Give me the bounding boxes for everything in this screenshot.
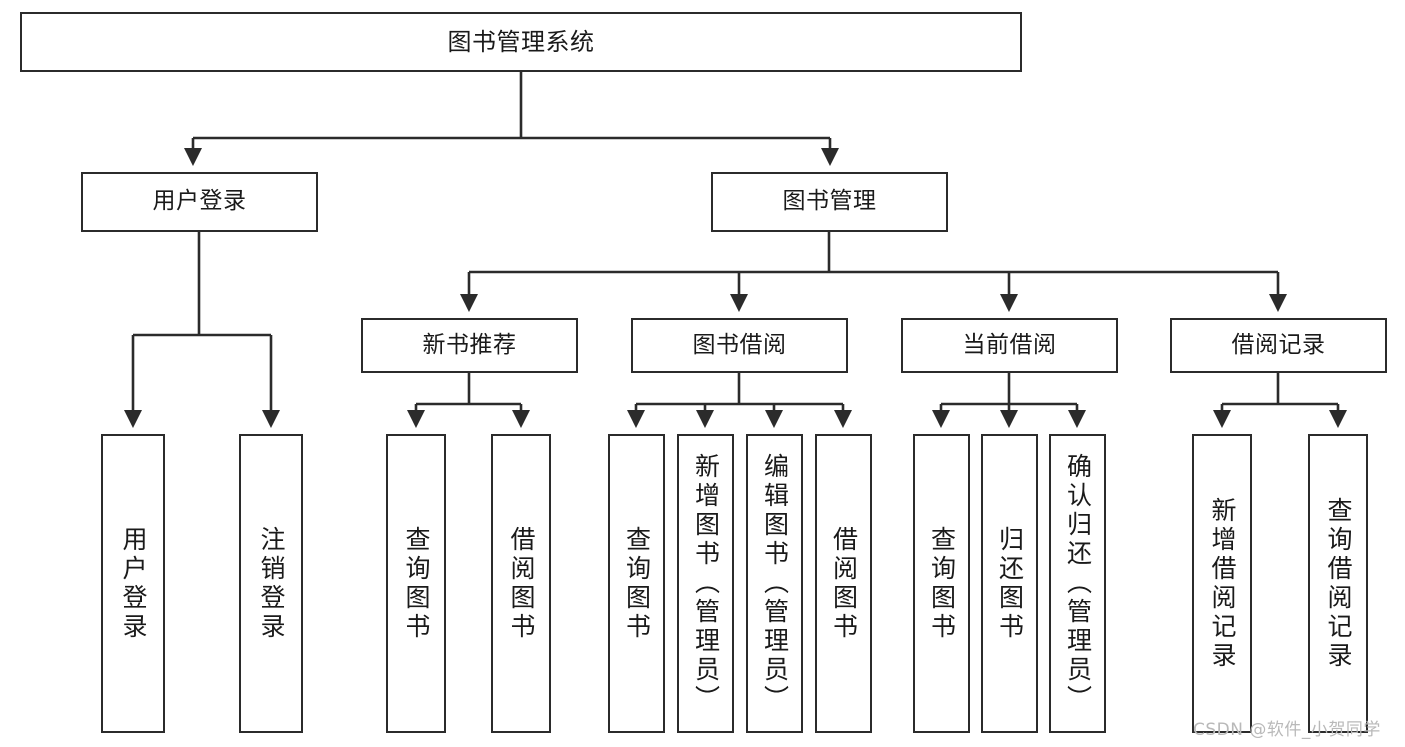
node-label: 确认归还（管理员） bbox=[1063, 453, 1093, 714]
node-leaf-query-record[interactable]: 查询借阅记录 bbox=[1308, 434, 1368, 733]
node-label: 借阅记录 bbox=[1231, 331, 1326, 358]
node-label: 编辑图书（管理员） bbox=[760, 453, 790, 714]
node-label: 图书管理系统 bbox=[447, 27, 595, 56]
node-label: 归还图书 bbox=[995, 525, 1025, 642]
node-label: 用户登录 bbox=[119, 525, 148, 642]
node-leaf-borrow-book-2[interactable]: 借阅图书 bbox=[815, 434, 872, 733]
node-label: 新增图书（管理员） bbox=[691, 453, 721, 714]
node-leaf-add-record[interactable]: 新增借阅记录 bbox=[1192, 434, 1252, 733]
node-leaf-user-logout[interactable]: 注销登录 bbox=[239, 434, 303, 733]
node-leaf-query-book-2[interactable]: 查询图书 bbox=[608, 434, 665, 733]
node-leaf-query-book-3[interactable]: 查询图书 bbox=[913, 434, 970, 733]
node-label: 当前借阅 bbox=[962, 331, 1057, 358]
node-book-manage[interactable]: 图书管理 bbox=[711, 172, 948, 232]
node-label: 查询图书 bbox=[927, 525, 957, 642]
node-leaf-query-book-1[interactable]: 查询图书 bbox=[386, 434, 446, 733]
node-label: 注销登录 bbox=[257, 525, 286, 642]
node-label: 图书借阅 bbox=[692, 331, 787, 358]
node-user-login[interactable]: 用户登录 bbox=[81, 172, 318, 232]
csdn-watermark: CSDN @软件_小贺同学 bbox=[1193, 720, 1381, 740]
node-leaf-confirm-return[interactable]: 确认归还（管理员） bbox=[1049, 434, 1106, 733]
node-label: 用户登录 bbox=[152, 188, 247, 215]
node-label: 新增借阅记录 bbox=[1208, 496, 1237, 671]
node-label: 查询图书 bbox=[402, 525, 431, 642]
node-label: 借阅图书 bbox=[829, 525, 859, 642]
node-leaf-edit-book[interactable]: 编辑图书（管理员） bbox=[746, 434, 803, 733]
node-leaf-user-login[interactable]: 用户登录 bbox=[101, 434, 165, 733]
node-label: 借阅图书 bbox=[507, 525, 536, 642]
node-leaf-borrow-book-1[interactable]: 借阅图书 bbox=[491, 434, 551, 733]
node-leaf-add-book[interactable]: 新增图书（管理员） bbox=[677, 434, 734, 733]
node-label: 查询图书 bbox=[622, 525, 652, 642]
node-leaf-return-book[interactable]: 归还图书 bbox=[981, 434, 1038, 733]
node-label: 新书推荐 bbox=[422, 331, 517, 358]
node-label: 查询借阅记录 bbox=[1324, 496, 1353, 671]
node-current-borrow[interactable]: 当前借阅 bbox=[901, 318, 1118, 373]
node-root-book-management-system[interactable]: 图书管理系统 bbox=[20, 12, 1022, 72]
node-borrow-record[interactable]: 借阅记录 bbox=[1170, 318, 1387, 373]
node-new-book-recommend[interactable]: 新书推荐 bbox=[361, 318, 578, 373]
node-book-borrow[interactable]: 图书借阅 bbox=[631, 318, 848, 373]
node-label: 图书管理 bbox=[782, 188, 877, 215]
